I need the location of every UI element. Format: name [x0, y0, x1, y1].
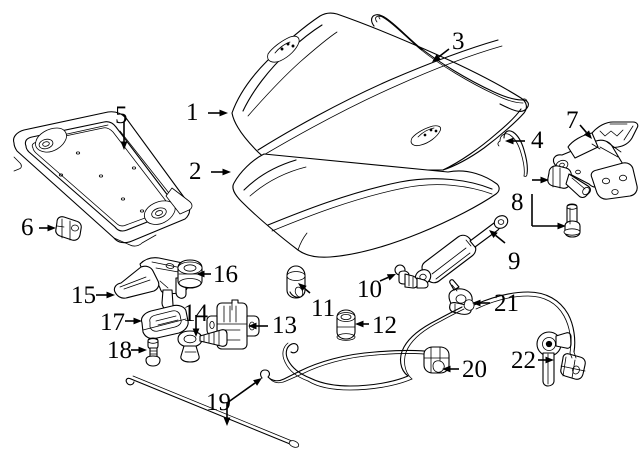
deck-lid-latch-assembly — [113, 257, 189, 311]
license-plate-bracket — [13, 111, 193, 247]
deck-lid-inner-panel — [232, 153, 500, 258]
latch-bolt — [145, 337, 161, 367]
callout-number-11: 11 — [311, 295, 336, 322]
callout-number-12: 12 — [372, 312, 397, 339]
deck-lid-hinge — [552, 121, 639, 200]
retainer-clip — [55, 216, 82, 241]
cable-grommet — [423, 346, 450, 374]
callout-number-18: 18 — [107, 337, 132, 364]
bumper-stop-large — [286, 265, 306, 299]
latch-cover-trim — [140, 304, 189, 340]
lift-support-strut — [414, 215, 509, 285]
deck-lid-release-actuator — [536, 331, 586, 387]
hinge-bolt-upper — [547, 165, 591, 199]
callout-number-10: 10 — [357, 276, 382, 303]
callout-number-7: 7 — [566, 107, 579, 134]
striker-mounting-screw — [177, 329, 228, 363]
callout-number-20: 20 — [462, 356, 487, 383]
callout-number-14: 14 — [183, 300, 208, 327]
deck-lid-weatherstrip-upper — [371, 14, 529, 112]
callout-number-17: 17 — [100, 309, 125, 336]
deck-lid-release-rod — [125, 349, 433, 448]
callout-number-1: 1 — [186, 99, 199, 126]
deck-lid-weatherstrip-side — [497, 130, 528, 177]
callout-number-21: 21 — [494, 290, 519, 317]
callout-number-13: 13 — [272, 312, 297, 339]
latch-grommet — [177, 259, 203, 289]
callout-number-16: 16 — [213, 261, 238, 288]
callout-number-2: 2 — [189, 158, 202, 185]
hinge-bolt-lower — [563, 203, 581, 238]
release-cable-harness — [282, 291, 577, 391]
bumper-stop-small — [336, 309, 356, 341]
deck-lid-outer-panel — [231, 12, 527, 171]
callout-number-22: 22 — [511, 347, 536, 374]
callout-number-8: 8 — [511, 189, 524, 216]
callout-number-9: 9 — [508, 248, 521, 275]
callout-number-3: 3 — [452, 28, 465, 55]
callout-number-19: 19 — [206, 389, 231, 416]
callout-number-6: 6 — [21, 214, 34, 241]
callout-number-15: 15 — [71, 282, 96, 309]
strut-ball-stud — [394, 264, 429, 289]
callout-number-4: 4 — [531, 127, 544, 154]
callout-number-5: 5 — [115, 102, 128, 129]
